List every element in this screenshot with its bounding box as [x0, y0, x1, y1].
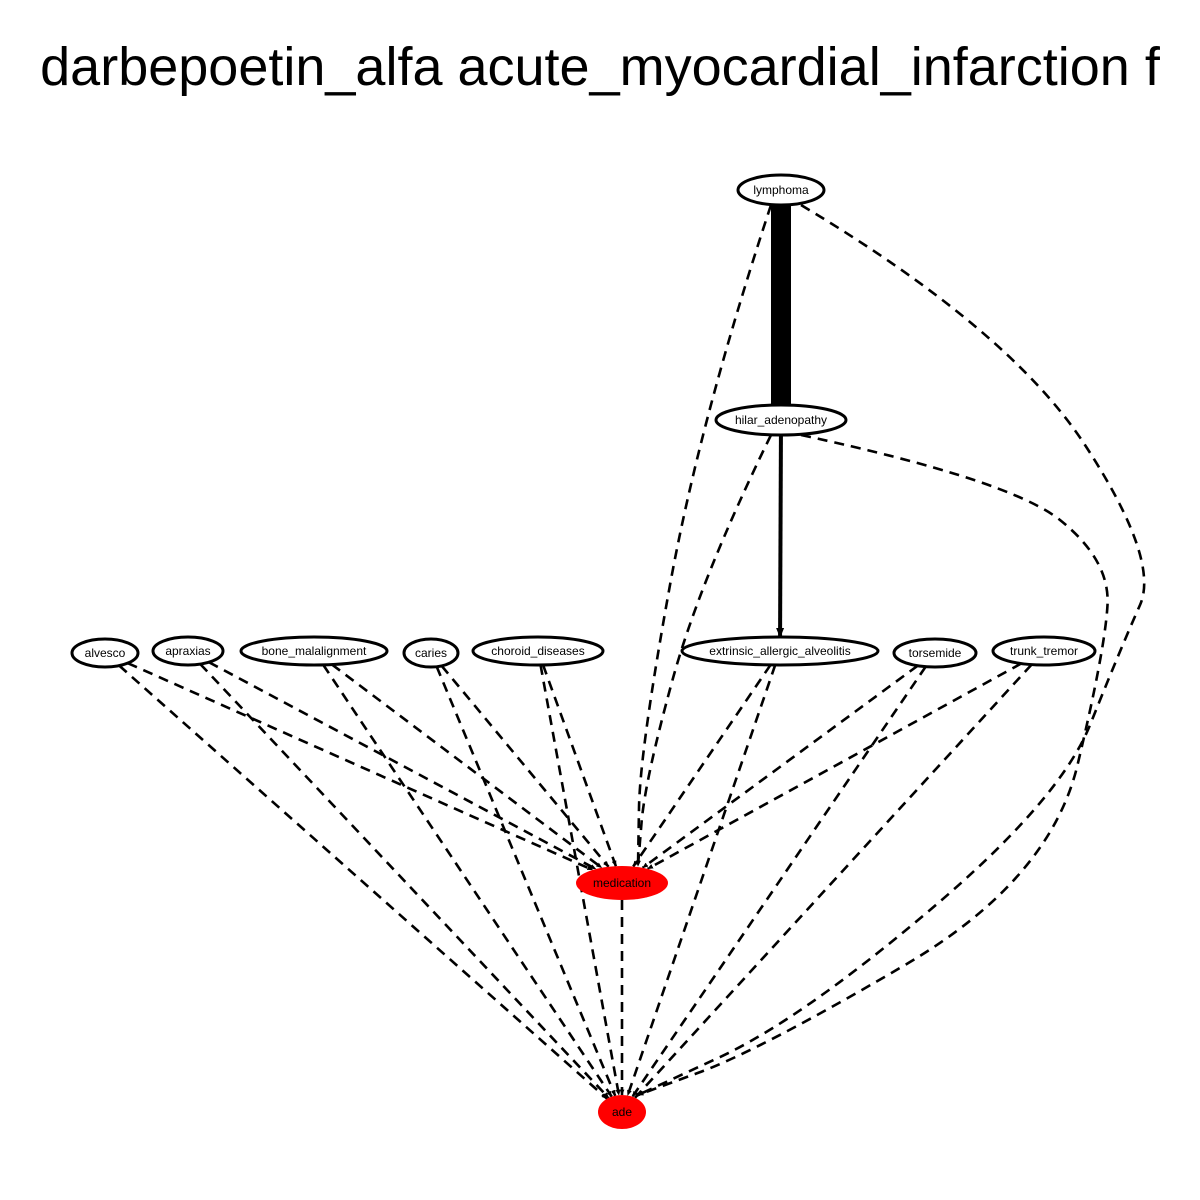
edge-trunk-tremor-to-medication — [647, 662, 1022, 871]
node-label: medication — [593, 876, 651, 890]
edge-hilar-adenopathy-to-medication — [636, 434, 773, 867]
edge-choroid-diseases-to-medication — [541, 664, 618, 867]
edge-hilar-adenopathy-to-extrinsic-allergic-alveolitis — [776, 434, 785, 638]
edge-bone-malalignment-to-ade — [322, 664, 613, 1098]
node-alvesco[interactable]: alvesco — [70, 637, 140, 669]
node-label: alvesco — [85, 646, 126, 660]
node-medication[interactable]: medication — [576, 866, 668, 900]
node-apraxias[interactable]: apraxias — [151, 635, 225, 667]
node-label: lymphoma — [753, 183, 809, 197]
node-lymphoma[interactable]: lymphoma — [736, 173, 826, 207]
node-shape — [892, 637, 978, 669]
node-label: ade — [612, 1105, 632, 1119]
edge-lymphoma-to-medication — [635, 204, 773, 867]
edge-extrinsic-allergic-alveolitis-to-medication — [632, 664, 772, 868]
node-caries[interactable]: caries — [402, 637, 460, 669]
diagram-title: darbepoetin_alfa acute_myocardial_infarc… — [40, 37, 1161, 97]
node-bone-malalignment[interactable]: bone_malalignment — [239, 635, 389, 667]
edge-alvesco-to-ade — [118, 664, 608, 1100]
node-hilar-adenopathy[interactable]: hilar_adenopathy — [714, 403, 848, 437]
node-choroid-diseases[interactable]: choroid_diseases — [471, 635, 605, 667]
edge-apraxias-to-ade — [199, 663, 610, 1099]
node-label: bone_malalignment — [262, 644, 367, 658]
node-label: torsemide — [909, 646, 962, 660]
node-shape — [736, 173, 826, 207]
edge-apraxias-to-medication — [208, 661, 597, 871]
node-shape — [239, 635, 389, 667]
node-label: hilar_adenopathy — [735, 413, 827, 427]
node-trunk-tremor[interactable]: trunk_tremor — [991, 635, 1097, 667]
edge-trunk-tremor-to-ade — [634, 663, 1033, 1099]
edge-caries-to-ade — [435, 666, 617, 1097]
edge-hilar-adenopathy-to-ade — [637, 433, 1109, 1097]
node-torsemide[interactable]: torsemide — [892, 637, 978, 669]
node-extrinsic-allergic-alveolitis[interactable]: extrinsic_allergic_alveolitis — [680, 635, 880, 667]
edge-torsemide-to-medication — [641, 664, 919, 869]
edge-extrinsic-allergic-alveolitis-to-ade — [626, 664, 777, 1097]
node-shape — [576, 866, 668, 900]
node-shape — [598, 1095, 646, 1129]
edge-choroid-diseases-to-ade — [539, 664, 621, 1096]
node-shape — [70, 637, 140, 669]
node-label: caries — [415, 646, 447, 660]
node-shape — [471, 635, 605, 667]
edges-layer — [118, 195, 1146, 1100]
node-ade[interactable]: ade — [598, 1095, 646, 1129]
node-label: trunk_tremor — [1010, 644, 1078, 658]
node-label: extrinsic_allergic_alveolitis — [709, 644, 850, 658]
edge-bone-malalignment-to-medication — [331, 663, 603, 869]
node-label: choroid_diseases — [491, 644, 584, 658]
node-shape — [680, 635, 880, 667]
edge-caries-to-medication — [440, 665, 610, 868]
node-shape — [151, 635, 225, 667]
edge-torsemide-to-ade — [631, 665, 927, 1098]
node-shape — [402, 637, 460, 669]
edge-alvesco-to-medication — [127, 661, 594, 872]
node-shape — [991, 635, 1097, 667]
node-label: apraxias — [165, 644, 210, 658]
node-shape — [714, 403, 848, 437]
